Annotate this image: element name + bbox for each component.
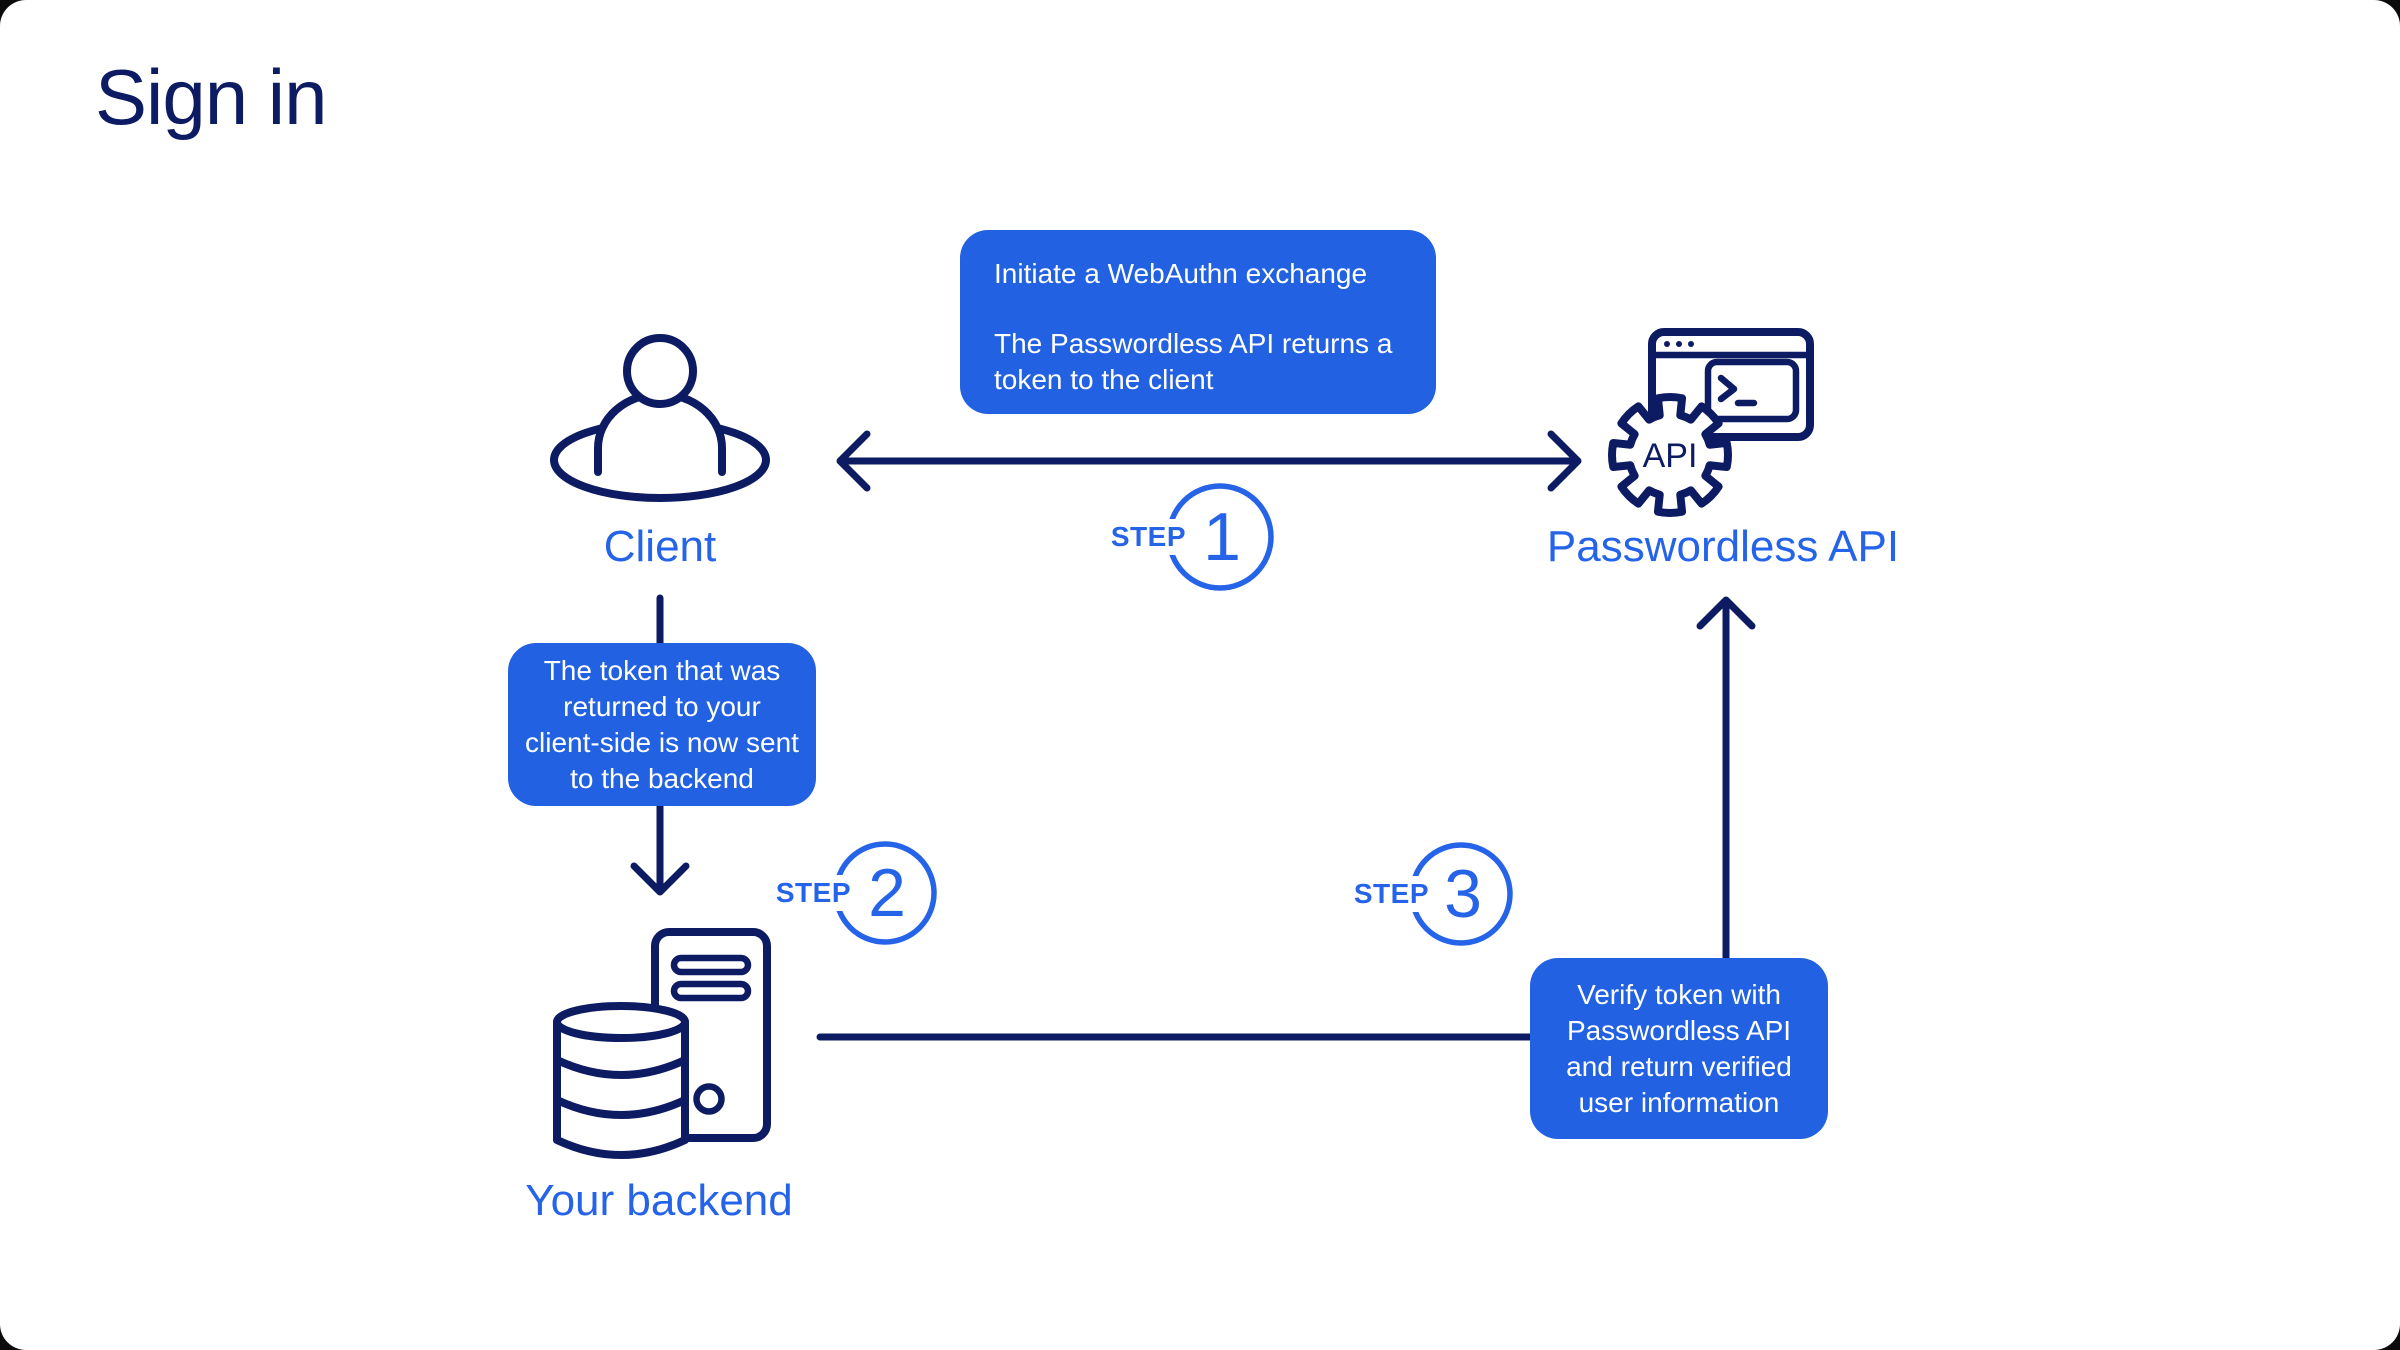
backend-label: Your backend	[525, 1176, 793, 1225]
step-2-badge: 2	[833, 841, 937, 945]
callout-step1-line2: The Passwordless API returns a token to …	[994, 328, 1393, 395]
gear-api-text: API	[1643, 437, 1698, 475]
backend-icon	[553, 928, 771, 1159]
callout-step3: Verify token with Passwordless API and r…	[1530, 958, 1828, 1139]
client-icon	[550, 334, 770, 502]
step-2-number: 2	[868, 855, 906, 931]
passwordless-api-icon: API	[1608, 328, 1814, 517]
callout-step1-line1: Initiate a WebAuthn exchange	[994, 258, 1368, 289]
step-2-label: STEP	[773, 875, 859, 911]
passwordless-api-label: Passwordless API	[1546, 522, 1900, 571]
client-api-arrow	[836, 430, 1582, 492]
step-3-label: STEP	[1351, 876, 1437, 912]
callout-step1: Initiate a WebAuthn exchange The Passwor…	[960, 230, 1436, 414]
callout-step2: The token that was returned to your clie…	[508, 643, 816, 806]
page-title: Sign in	[95, 53, 327, 141]
step-3-number: 3	[1444, 856, 1482, 932]
step-1-label: STEP	[1108, 519, 1194, 555]
step-1-number: 1	[1203, 499, 1241, 575]
client-label: Client	[603, 522, 717, 571]
